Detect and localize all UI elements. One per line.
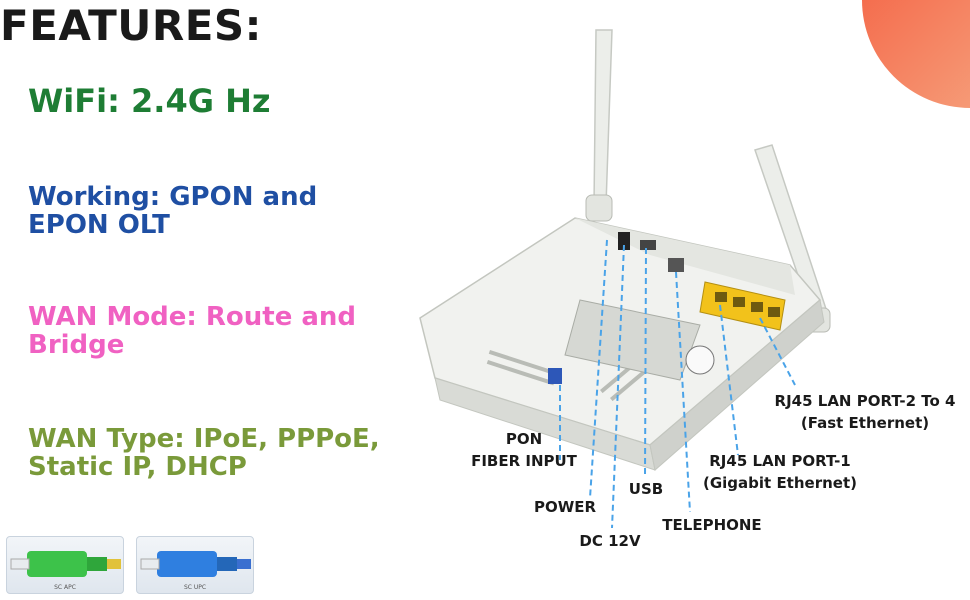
feature-wifi: WiFi: 2.4G Hz [28, 82, 271, 120]
callout-lan-1-line2: (Gigabit Ethernet) [703, 474, 857, 492]
feature-wifi-text: WiFi: 2.4G Hz [28, 82, 271, 120]
router-body [419, 217, 825, 471]
callout-pon: PON FIBER INPUT [460, 428, 588, 472]
feature-wan-type-line1: WAN Type: IPoE, PPPoE, [28, 424, 380, 454]
feature-working: Working: GPON and EPON OLT [28, 183, 317, 239]
sc-apc-connector-icon [10, 551, 121, 577]
feature-wan-mode-line1: WAN Mode: Route and [28, 302, 357, 332]
usb-port [640, 240, 656, 250]
sc-apc-thumbnail: SC APC [6, 536, 124, 594]
callout-lan-1-line1: RJ45 LAN PORT-1 [709, 452, 851, 470]
callout-usb: USB [628, 480, 664, 498]
callout-dc: DC 12V [579, 532, 641, 550]
feature-wan-mode: WAN Mode: Route and Bridge [28, 303, 356, 359]
feature-working-line2: EPON OLT [28, 210, 170, 240]
router-image [419, 29, 831, 529]
callout-power: POWER [533, 498, 597, 516]
feature-wan-type-line2: Static IP, DHCP [28, 452, 247, 482]
callout-lan-1: RJ45 LAN PORT-1 (Gigabit Ethernet) [690, 450, 870, 494]
sc-upc-connector-icon [140, 551, 251, 577]
left-antenna [585, 29, 613, 222]
callout-pon-line2: FIBER INPUT [471, 452, 577, 470]
callout-lan-2-4-line2: (Fast Ethernet) [800, 414, 930, 432]
sc-upc-thumbnail: SC UPC [136, 536, 254, 594]
callout-lan-2-4-line1: RJ45 LAN PORT-2 To 4 [774, 392, 956, 410]
callout-lan-2-4: RJ45 LAN PORT-2 To 4 (Fast Ethernet) [757, 390, 970, 434]
corner-decoration [862, 0, 970, 108]
feature-working-line1: Working: GPON and [28, 182, 318, 212]
sc-apc-caption: SC APC [54, 584, 76, 591]
page-title: FEATURES: [0, 1, 262, 50]
callout-pon-line1: PON [505, 430, 543, 448]
sc-upc-caption: SC UPC [183, 584, 207, 591]
callout-telephone: TELEPHONE [662, 516, 762, 534]
feature-wan-mode-line2: Bridge [28, 330, 125, 360]
dc-jack [618, 232, 630, 250]
pon-port [548, 368, 562, 384]
leader-lines [559, 239, 796, 529]
telephone-port [668, 258, 684, 272]
feature-wan-type: WAN Type: IPoE, PPPoE, Static IP, DHCP [28, 425, 380, 481]
